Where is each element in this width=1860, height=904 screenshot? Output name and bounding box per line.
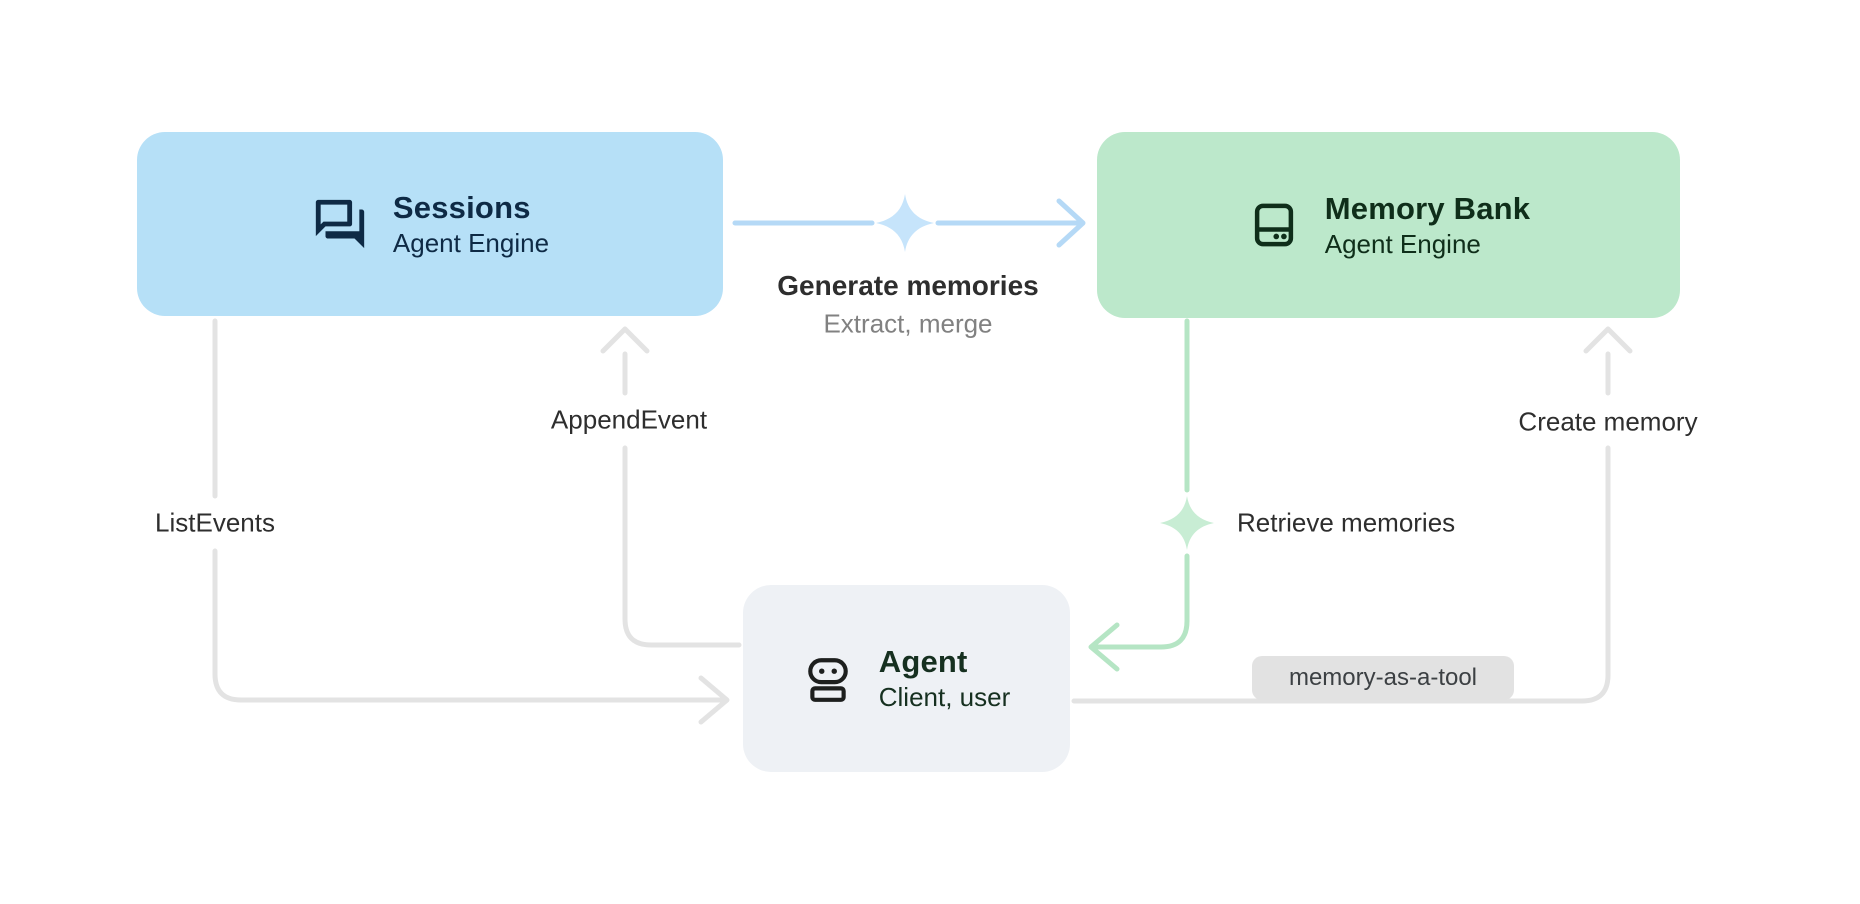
- node-subtitle: Client, user: [878, 682, 1011, 712]
- node-sessions-content: Sessions Agent Engine: [311, 189, 549, 260]
- node-sessions: Sessions Agent Engine: [137, 132, 723, 316]
- arrowhead-up-icon: [600, 326, 650, 354]
- robot-icon: [807, 657, 848, 702]
- sparkle-icon: [876, 194, 934, 252]
- node-title: Memory Bank: [1324, 190, 1531, 226]
- node-agent-content: Agent Client, user: [803, 643, 1011, 714]
- node-agent: Agent Client, user: [743, 585, 1070, 772]
- edge-list-events: [212, 318, 730, 725]
- chat-bubbles-icon: [315, 199, 365, 249]
- node-title: Agent: [878, 644, 968, 679]
- edge-retrieve-memories: [1088, 318, 1214, 672]
- edge-append-event: [600, 326, 742, 648]
- node-subtitle: Agent Engine: [1324, 228, 1481, 259]
- storage-icon: [1254, 203, 1293, 247]
- label-create-memory: Create memory: [1518, 406, 1698, 437]
- sparkle-icon: [1160, 496, 1214, 550]
- node-subtitle: Agent Engine: [392, 227, 550, 258]
- arrowhead-right-icon: [1056, 198, 1086, 248]
- label-extract-merge: Extract, merge: [823, 308, 993, 339]
- node-title: Sessions: [392, 189, 531, 225]
- label-generate-memories: Generate memories: [777, 270, 1039, 301]
- label-list-events: ListEvents: [155, 507, 275, 538]
- arrowhead-right-icon: [698, 675, 730, 725]
- arrowhead-left-icon: [1088, 622, 1120, 672]
- node-memory-bank-content: Memory Bank Agent Engine: [1247, 190, 1531, 261]
- memory-as-a-tool-badge: memory-as-a-tool: [1252, 656, 1514, 700]
- label-retrieve-memories: Retrieve memories: [1237, 507, 1456, 538]
- label-append-event: AppendEvent: [550, 404, 708, 435]
- arrowhead-up-icon: [1583, 326, 1633, 354]
- node-memory-bank: Memory Bank Agent Engine: [1097, 132, 1680, 318]
- edge-generate-memories: [732, 194, 1086, 252]
